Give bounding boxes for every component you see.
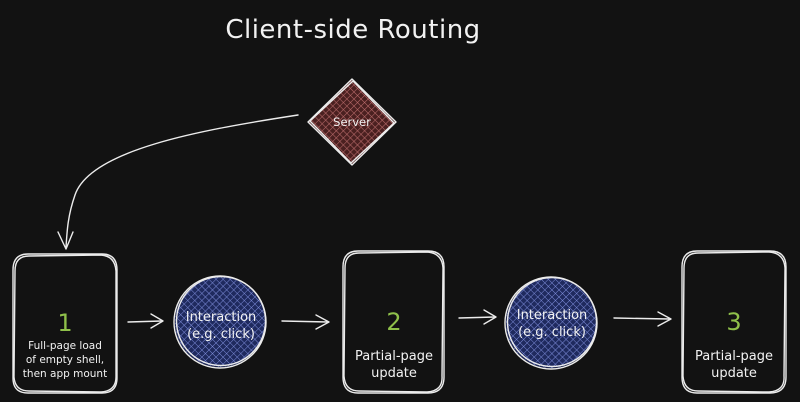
- step-number-3: 3: [726, 308, 741, 336]
- server-node: Server: [307, 78, 397, 166]
- diagram-title: Client-side Routing: [225, 15, 480, 45]
- arrow-right-icon: [127, 313, 164, 329]
- step-3-line-1: Partial-page: [695, 349, 773, 364]
- interaction-1-line-2: (e.g. click): [187, 327, 255, 342]
- interaction-1-line-1: Interaction: [186, 310, 257, 325]
- step-2-line-2: update: [371, 366, 417, 381]
- step-1-line-1: Full-page load: [28, 340, 102, 352]
- interaction-2-line-1: Interaction: [517, 308, 588, 323]
- interaction-node-1: Interaction (e.g. click): [173, 275, 267, 369]
- step-2-line-1: Partial-page: [355, 349, 433, 364]
- server-label: Server: [333, 115, 371, 129]
- step-box-1: 1 Full-page load of empty shell, then ap…: [12, 253, 118, 394]
- arrow-right-icon: [458, 309, 497, 325]
- step-1-line-2: of empty shell,: [26, 354, 104, 366]
- step-1-line-3: then app mount: [23, 368, 107, 380]
- step-box-3: 3 Partial-page update: [681, 250, 787, 394]
- arrow-right-icon: [281, 314, 330, 330]
- step-number-1: 1: [57, 309, 72, 337]
- interaction-node-2: Interaction (e.g. click): [504, 276, 598, 370]
- arrow-right-icon: [613, 311, 672, 327]
- curved-arrow-down-icon: [57, 114, 299, 250]
- step-box-2: 2 Partial-page update: [342, 250, 445, 394]
- interaction-2-line-2: (e.g. click): [518, 325, 586, 340]
- step-number-2: 2: [386, 308, 401, 336]
- step-3-line-2: update: [711, 366, 757, 381]
